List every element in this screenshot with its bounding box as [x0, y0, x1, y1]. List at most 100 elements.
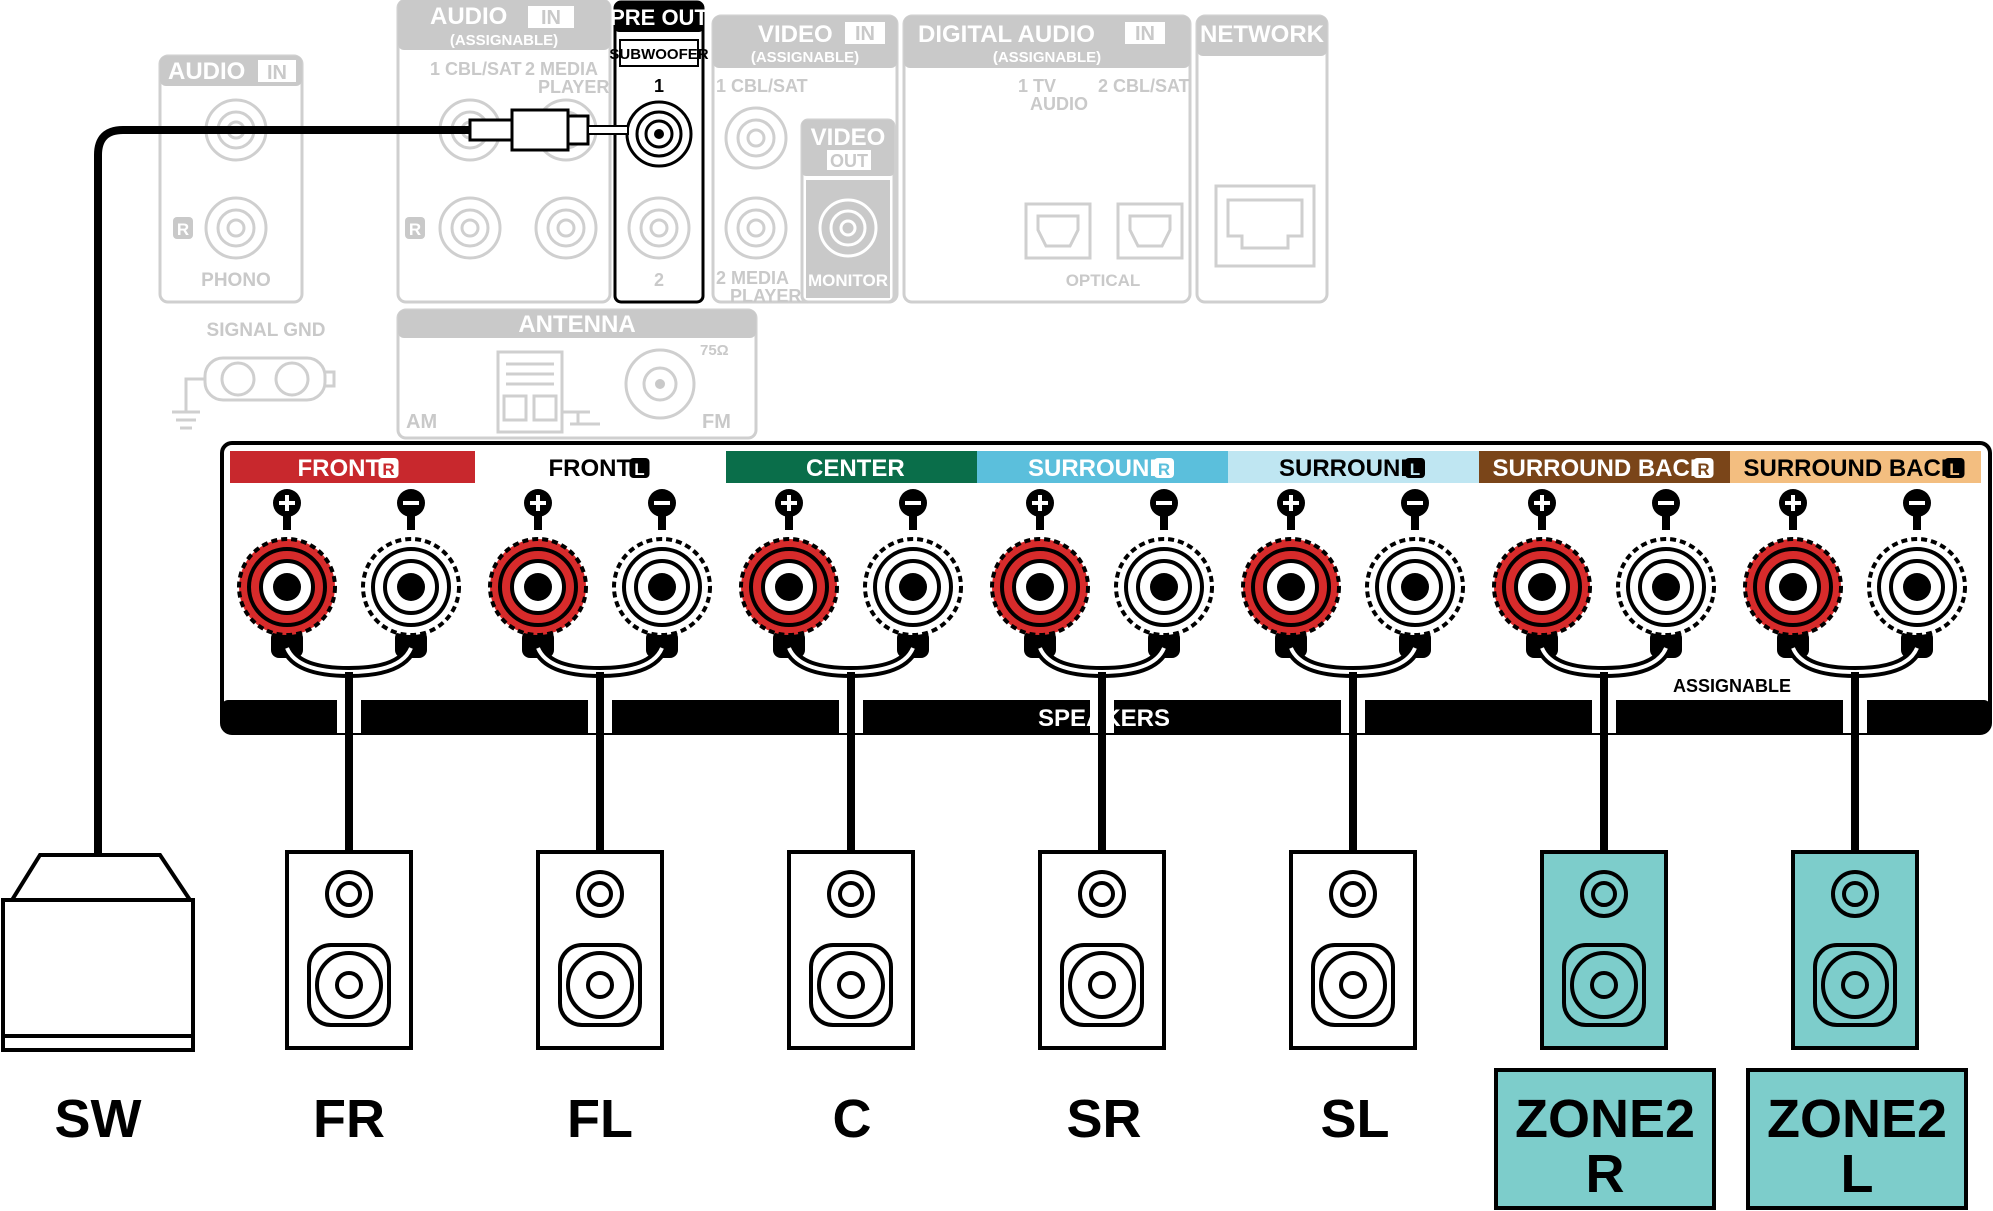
fm-jack-icon [624, 348, 696, 420]
channel-side-badge [1154, 458, 1174, 478]
pre-out-2-label: 2 [654, 270, 664, 290]
optical-label: OPTICAL [1066, 271, 1141, 290]
positive-terminal-icon [1241, 537, 1341, 658]
negative-terminal-icon [1616, 537, 1716, 658]
channel-header-label: FRONT [298, 455, 381, 482]
digital-input2-label: 2 CBL/SAT [1098, 76, 1190, 96]
optical-port-icon [1024, 202, 1092, 260]
speaker-label-c: C [833, 1089, 872, 1149]
video-in-input2-label: 2 MEDIA [716, 268, 789, 288]
video-in-section: VIDEO IN (ASSIGNABLE) 1 CBL/SAT 2 MEDIA … [711, 14, 899, 306]
audio-in-input2-label-2: PLAYER [538, 77, 609, 97]
speaker-labels: SW FR FL C SR SL ZONE2 R ZONE2 L [55, 1068, 1968, 1210]
negative-terminal-icon [1867, 537, 1967, 658]
channel-header-band [475, 451, 726, 483]
audio-in-header: AUDIO [430, 3, 507, 30]
sign-bar [285, 495, 289, 511]
speaker-label-sw: SW [55, 1089, 142, 1149]
rca-jack-icon [724, 196, 788, 260]
zone2-l-side-label: L [1841, 1144, 1874, 1204]
negative-terminal-icon [1365, 537, 1465, 658]
channel-side-label: R [1697, 460, 1709, 479]
video-out-badge: OUT [830, 151, 868, 171]
positive-terminal-icon [237, 537, 337, 658]
sign-bar [1658, 501, 1674, 505]
digital-audio-header: DIGITAL AUDIO [918, 21, 1095, 48]
channel-header-label: CENTER [806, 455, 905, 482]
sign-bar [1909, 501, 1925, 505]
video-in-header: VIDEO [758, 21, 833, 48]
channel-header-band [230, 451, 476, 483]
am-terminal-icon [496, 350, 600, 434]
negative-terminal-icon [1114, 537, 1214, 658]
video-in-input1-label: 1 CBL/SAT [716, 76, 808, 96]
audio-in-badge: IN [541, 7, 561, 29]
sign-bar [905, 501, 921, 505]
channel-header-band [1479, 451, 1730, 483]
speaker-icon [285, 850, 413, 1050]
pre-out-section: PRE OUT SUBWOOFER 1 2 [609, 0, 709, 304]
channel-side-label: L [1410, 460, 1420, 479]
speaker-label-sl: SL [1320, 1089, 1389, 1149]
negative-terminal-icon [361, 537, 461, 658]
channel-side-label: L [634, 460, 644, 479]
positive-terminal-icon [1492, 537, 1592, 658]
channel-header-band [726, 451, 977, 483]
digital-audio-badge: IN [1135, 23, 1155, 45]
digital-input1-label-2: AUDIO [1030, 94, 1088, 114]
positive-terminal-icon [1743, 537, 1843, 658]
speaker-icon [536, 850, 664, 1050]
audio-in-input1-label: 1 CBL/SAT [430, 59, 522, 79]
optical-port-icon [1116, 202, 1184, 260]
sign-bar [787, 495, 791, 511]
subwoofer-unit [1, 853, 195, 1052]
channel-header-label: SURROUND [1279, 455, 1418, 482]
channel-header-band [1228, 451, 1479, 483]
channel-header-band [977, 451, 1228, 483]
zone2-l-label-box [1746, 1068, 1968, 1210]
digital-audio-assignable-label: (ASSIGNABLE) [993, 49, 1101, 66]
sign-bar [1289, 495, 1293, 511]
speaker-icon [1289, 850, 1417, 1050]
pre-out-header: PRE OUT [610, 5, 708, 30]
antenna-section: ANTENNA AM 75Ω FM [396, 308, 758, 440]
rca-plug-icon [468, 108, 629, 152]
zone2-l-label: ZONE2 [1767, 1089, 1947, 1149]
fm-ohm-label: 75Ω [700, 342, 729, 359]
phono-label: PHONO [201, 270, 271, 291]
speaker-cables [345, 672, 1859, 852]
speaker-label-fr: FR [313, 1089, 385, 1149]
network-header: NETWORK [1200, 21, 1325, 48]
channel-side-label: R [1158, 460, 1170, 479]
phono-r-mark: R [177, 220, 189, 239]
zone2-r-side-label: R [1586, 1144, 1625, 1204]
audio-in-phono-section: AUDIO IN R PHONO [158, 54, 304, 304]
video-in-input2-label-2: PLAYER [730, 286, 801, 306]
rca-jack-icon [534, 196, 598, 260]
speaker-icon [1791, 850, 1919, 1050]
signal-gnd-label: SIGNAL GND [207, 320, 326, 341]
channel-side-label: L [1949, 460, 1959, 479]
rca-jack-icon [627, 196, 691, 260]
channel-header-label: SURROUND BACK [1744, 455, 1959, 482]
antenna-header: ANTENNA [518, 311, 635, 338]
signal-gnd-section: SIGNAL GND [172, 320, 336, 430]
speaker-icon [1540, 850, 1668, 1050]
sign-bar [654, 501, 670, 505]
rca-jack-icon [818, 198, 878, 258]
audio-in-input2-label: 2 MEDIA [525, 59, 598, 79]
speaker-label-fl: FL [567, 1089, 633, 1149]
subwoofer-rca-jack-icon [625, 100, 693, 168]
subwoofer-cable [94, 108, 629, 855]
speaker-boxes [285, 850, 1919, 1050]
audio-in-assignable-section: AUDIO IN (ASSIGNABLE) 1 CBL/SAT 2 MEDIA … [396, 0, 612, 304]
sign-bar [1791, 495, 1795, 511]
speaker-terminals [237, 489, 1967, 733]
positive-terminal-icon [990, 537, 1090, 658]
channel-side-badge [378, 458, 399, 478]
audio-in-phono-badge: IN [267, 62, 287, 84]
sign-bar [1540, 495, 1544, 511]
